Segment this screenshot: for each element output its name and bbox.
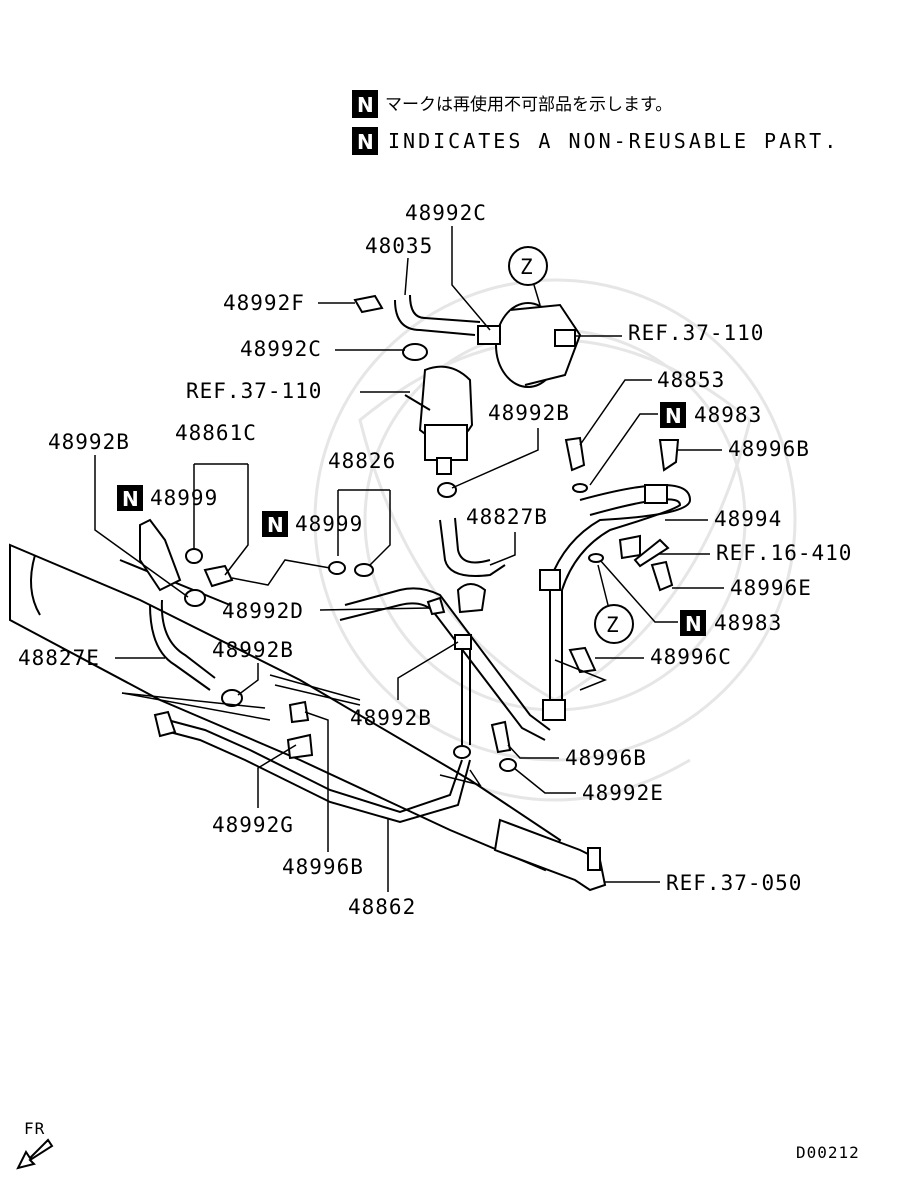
svg-text:48992G: 48992G <box>212 813 294 837</box>
svg-text:REF.37-050: REF.37-050 <box>666 871 802 895</box>
svg-text:48992B: 48992B <box>488 401 570 425</box>
label-48996E[interactable]: 48996E <box>672 576 812 600</box>
non-reusable-badge-icon: N <box>660 402 686 428</box>
svg-text:48861C: 48861C <box>175 421 257 445</box>
zoom-marker-bottom: Z <box>594 564 634 644</box>
svg-text:48035: 48035 <box>365 234 433 258</box>
label-48992C-mid[interactable]: 48992C <box>240 337 405 361</box>
svg-text:Z: Z <box>520 255 534 279</box>
label-48996B-low[interactable]: 48996B <box>282 711 364 879</box>
non-reusable-badge-icon: N <box>117 485 143 511</box>
svg-text:N: N <box>357 93 374 117</box>
label-ref-37-050[interactable]: REF.37-050 <box>605 871 802 895</box>
svg-text:48826: 48826 <box>328 449 396 473</box>
svg-text:48996B: 48996B <box>728 437 810 461</box>
label-48826[interactable]: 48826 <box>328 449 396 566</box>
svg-text:N: N <box>685 612 702 636</box>
non-reusable-badge-icon: N <box>352 90 378 118</box>
svg-text:48992B: 48992B <box>350 706 432 730</box>
svg-text:48827B: 48827B <box>466 505 548 529</box>
svg-text:48996E: 48996E <box>730 576 812 600</box>
oil-pump <box>495 302 582 388</box>
svg-text:N: N <box>357 130 374 154</box>
label-48996B-mid[interactable]: 48996B <box>507 744 647 770</box>
pressure-hose <box>490 436 692 772</box>
label-48827B[interactable]: 48827B <box>466 505 548 566</box>
label-48992F[interactable]: 48992F <box>223 291 355 315</box>
label-48992B-center[interactable]: 48992B <box>451 401 570 489</box>
label-48983-bottom[interactable]: N 48983 <box>588 553 782 636</box>
svg-text:48992D: 48992D <box>222 599 304 623</box>
svg-text:48999: 48999 <box>150 486 218 510</box>
label-48992E[interactable]: 48992E <box>513 767 664 805</box>
front-label: FR <box>24 1119 45 1138</box>
label-48999-left[interactable]: N 48999 <box>117 485 218 511</box>
return-tubes <box>328 482 551 745</box>
svg-text:48853: 48853 <box>657 368 725 392</box>
svg-text:N: N <box>267 513 284 537</box>
non-reusable-badge-icon: N <box>262 511 288 537</box>
svg-text:48992E: 48992E <box>582 781 664 805</box>
svg-text:48983: 48983 <box>714 611 782 635</box>
svg-text:REF.16-410: REF.16-410 <box>716 541 852 565</box>
svg-text:Z: Z <box>606 613 620 637</box>
direction-lines <box>121 659 608 787</box>
label-48827E[interactable]: 48827E <box>18 646 165 670</box>
label-48983-top[interactable]: N 48983 <box>572 402 762 493</box>
label-48994[interactable]: 48994 <box>665 507 782 531</box>
svg-text:48994: 48994 <box>714 507 782 531</box>
svg-text:N: N <box>665 404 682 428</box>
svg-text:REF.37-110: REF.37-110 <box>628 321 764 345</box>
label-48861C[interactable]: 48861C <box>175 421 257 576</box>
label-48996B-top[interactable]: 48996B <box>678 437 810 461</box>
svg-text:48996B: 48996B <box>565 746 647 770</box>
label-48035[interactable]: 48035 <box>365 234 433 296</box>
legend-japanese: マークは再使用不可部品を示します。 <box>385 94 672 115</box>
svg-text:N: N <box>122 487 139 511</box>
label-48999-center[interactable]: N 48999 <box>231 511 363 586</box>
label-ref-37-110-right[interactable]: REF.37-110 <box>575 321 764 345</box>
svg-text:48992C: 48992C <box>405 201 487 225</box>
svg-text:REF.37-110: REF.37-110 <box>186 379 322 403</box>
svg-text:48992F: 48992F <box>223 291 305 315</box>
svg-text:48862: 48862 <box>348 895 416 919</box>
label-48992D[interactable]: 48992D <box>222 596 446 623</box>
legend-english: INDICATES A NON-REUSABLE PART. <box>388 129 839 153</box>
svg-text:48996C: 48996C <box>650 645 732 669</box>
hose-48035 <box>353 294 501 361</box>
label-48996C[interactable]: 48996C <box>595 645 732 669</box>
tube-48862 <box>149 548 471 824</box>
label-48992B-low[interactable]: 48992B <box>212 638 294 696</box>
diagram-code: D00212 <box>796 1143 860 1162</box>
label-48992G[interactable]: 48992G <box>212 744 297 837</box>
front-direction-indicator: FR <box>16 1119 54 1170</box>
tie-rod-end <box>493 818 607 892</box>
steering-gear-housing <box>9 518 562 872</box>
label-48853[interactable]: 48853 <box>579 368 725 446</box>
label-ref-37-110-left[interactable]: REF.37-110 <box>186 379 410 403</box>
oil-reservoir <box>404 365 474 475</box>
non-reusable-badge-icon: N <box>680 610 706 636</box>
label-48862[interactable]: 48862 <box>348 818 416 919</box>
svg-text:48827E: 48827E <box>18 646 100 670</box>
arrow-icon <box>16 1138 54 1170</box>
label-48992B-bottom[interactable]: 48992B <box>350 641 459 730</box>
svg-text:48992B: 48992B <box>212 638 294 662</box>
label-48992B-left[interactable]: 48992B <box>48 430 189 598</box>
svg-text:48999: 48999 <box>295 512 363 536</box>
zoom-marker-top: Z <box>508 246 548 306</box>
label-48992C-top[interactable]: 48992C <box>405 201 491 331</box>
svg-text:48983: 48983 <box>694 403 762 427</box>
legend: N マークは再使用不可部品を示します。 N INDICATES A NON-RE… <box>352 90 839 155</box>
svg-text:48992B: 48992B <box>48 430 130 454</box>
svg-text:48992C: 48992C <box>240 337 322 361</box>
label-ref-16-410[interactable]: REF.16-410 <box>633 538 852 568</box>
non-reusable-badge-icon: N <box>352 127 378 155</box>
svg-text:48996B: 48996B <box>282 855 364 879</box>
